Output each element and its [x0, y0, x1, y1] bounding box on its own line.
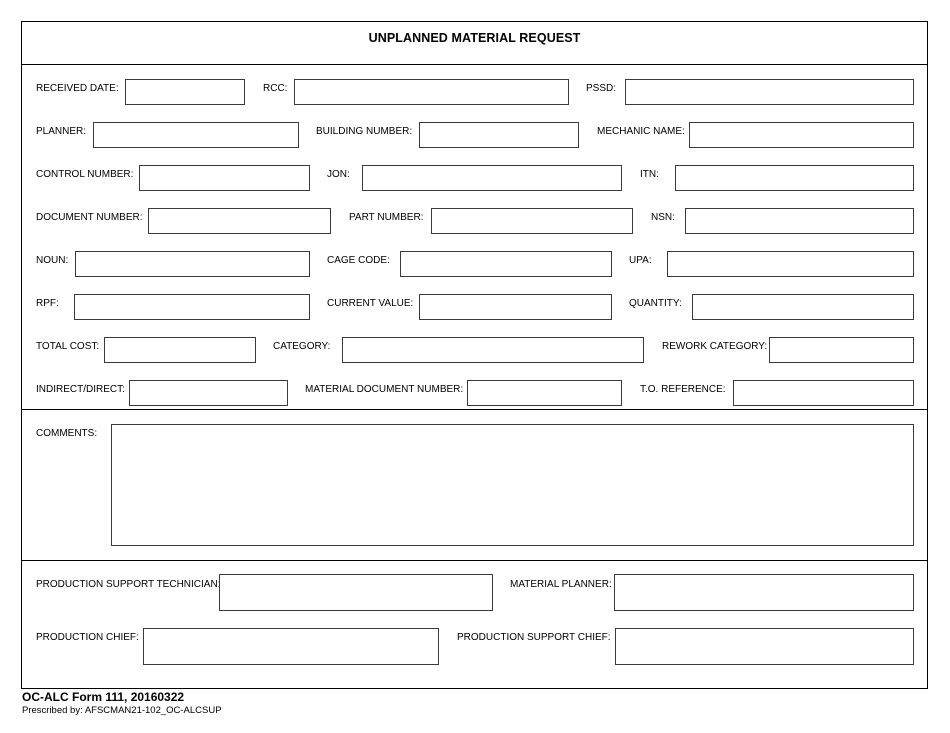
planner-field[interactable]: [93, 122, 299, 148]
comments-field[interactable]: [111, 424, 914, 546]
current-value-label: CURRENT VALUE:: [327, 298, 414, 309]
rework-category-label: REWORK CATEGORY:: [662, 341, 768, 352]
form-id: OC-ALC Form 111, 20160322: [22, 690, 185, 704]
production-support-technician-field[interactable]: [219, 574, 493, 611]
material-document-number-label: MATERIAL DOCUMENT NUMBER:: [305, 384, 464, 395]
received-date-label: RECEIVED DATE:: [36, 83, 119, 94]
production-support-chief-field[interactable]: [615, 628, 914, 665]
total-cost-field[interactable]: [104, 337, 256, 363]
jon-label: JON:: [327, 169, 350, 180]
rpf-field[interactable]: [74, 294, 310, 320]
document-number-field[interactable]: [148, 208, 331, 234]
title-divider: [21, 64, 928, 65]
document-number-label: DOCUMENT NUMBER:: [36, 212, 143, 223]
production-chief-field[interactable]: [143, 628, 439, 665]
indirect-direct-field[interactable]: [129, 380, 288, 406]
building-number-field[interactable]: [419, 122, 579, 148]
jon-field[interactable]: [362, 165, 622, 191]
mechanic-name-field[interactable]: [689, 122, 914, 148]
nsn-label: NSN:: [651, 212, 675, 223]
indirect-direct-label: INDIRECT/DIRECT:: [36, 384, 125, 395]
material-planner-field[interactable]: [614, 574, 914, 611]
form-title: UNPLANNED MATERIAL REQUEST: [368, 31, 581, 45]
rcc-label: RCC:: [263, 83, 288, 94]
part-number-field[interactable]: [431, 208, 633, 234]
upa-field[interactable]: [667, 251, 914, 277]
nsn-field[interactable]: [685, 208, 914, 234]
pssd-label: PSSD:: [586, 83, 617, 94]
to-reference-field[interactable]: [733, 380, 914, 406]
material-planner-label: MATERIAL PLANNER:: [510, 579, 612, 590]
control-number-field[interactable]: [139, 165, 310, 191]
itn-field[interactable]: [675, 165, 914, 191]
current-value-field[interactable]: [419, 294, 612, 320]
upa-label: UPA:: [629, 255, 652, 266]
to-reference-label: T.O. REFERENCE:: [640, 384, 726, 395]
part-number-label: PART NUMBER:: [349, 212, 424, 223]
control-number-label: CONTROL NUMBER:: [36, 169, 134, 180]
material-document-number-field[interactable]: [467, 380, 622, 406]
signatures-divider: [21, 560, 928, 561]
production-support-technician-label: PRODUCTION SUPPORT TECHNICIAN:: [36, 579, 221, 590]
quantity-label: QUANTITY:: [629, 298, 682, 309]
quantity-field[interactable]: [692, 294, 914, 320]
prescribed-by: Prescribed by: AFSCMAN21-102_OC-ALCSUP: [22, 705, 222, 716]
mechanic-name-label: MECHANIC NAME:: [597, 126, 685, 137]
cage-code-label: CAGE CODE:: [327, 255, 390, 266]
production-support-chief-label: PRODUCTION SUPPORT CHIEF:: [457, 632, 611, 643]
category-field[interactable]: [342, 337, 644, 363]
rcc-field[interactable]: [294, 79, 569, 105]
building-number-label: BUILDING NUMBER:: [316, 126, 413, 137]
comments-divider: [21, 409, 928, 410]
category-label: CATEGORY:: [273, 341, 331, 352]
received-date-field[interactable]: [125, 79, 245, 105]
total-cost-label: TOTAL COST:: [36, 341, 100, 352]
rework-category-field[interactable]: [769, 337, 914, 363]
itn-label: ITN:: [640, 169, 659, 180]
planner-label: PLANNER:: [36, 126, 87, 137]
rpf-label: RPF:: [36, 298, 59, 309]
pssd-field[interactable]: [625, 79, 914, 105]
comments-label: COMMENTS:: [36, 428, 98, 439]
cage-code-field[interactable]: [400, 251, 612, 277]
noun-field[interactable]: [75, 251, 310, 277]
production-chief-label: PRODUCTION CHIEF:: [36, 632, 139, 643]
form-frame: [21, 21, 928, 689]
noun-label: NOUN:: [36, 255, 69, 266]
